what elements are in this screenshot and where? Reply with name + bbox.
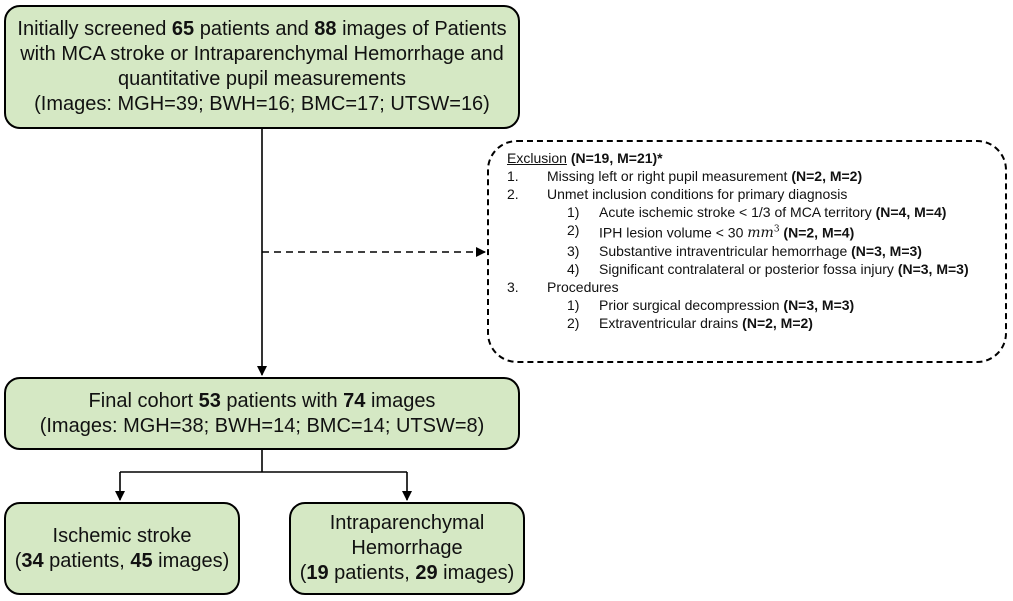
screened-line-4: (Images: MGH=39; BWH=16; BMC=17; UTSW=16… [34, 93, 490, 115]
exclusion-item-2: 2.Unmet inclusion conditions for primary… [507, 185, 848, 202]
exclusion-subitem-2-3: 3)Substantive intraventricular hemorrhag… [567, 243, 922, 260]
exclusion-box: Exclusion (N=19, M=21)* 1.Missing left o… [487, 140, 1007, 363]
screened-line-3: quantitative pupil measurements [118, 68, 406, 90]
exclusion-subitem-3-1: 1)Prior surgical decompression (N=3, M=3… [567, 296, 855, 313]
iph-box: Intraparenchymal Hemorrhage (19 patients… [289, 502, 525, 595]
final-cohort-box: Final cohort 53 patients with 74 images … [4, 377, 520, 450]
screened-line-2: with MCA stroke or Intraparenchymal Hemo… [20, 43, 504, 65]
screened-box: Initially screened 65 patients and 88 im… [4, 5, 520, 129]
exclusion-title: Exclusion (N=19, M=21)* [507, 150, 663, 166]
exclusion-subitem-3-2: 2)Extraventricular drains (N=2, M=2) [567, 314, 813, 331]
iph-title-line-1: Intraparenchymal [329, 512, 485, 534]
final-line-2: (Images: MGH=38; BWH=14; BMC=14; UTSW=8) [39, 414, 485, 437]
ischemic-stroke-box: Ischemic stroke (34 patients, 45 images) [4, 502, 240, 595]
ischemic-title: Ischemic stroke [52, 524, 192, 547]
final-line-1: Final cohort 53 patients with 74 images [88, 389, 436, 412]
exclusion-subitem-2-1: 1)Acute ischemic stroke < 1/3 of MCA ter… [567, 203, 947, 220]
exclusion-subitem-2-4: 4)Significant contralateral or posterior… [567, 261, 969, 278]
exclusion-subitem-2-2: 2)IPH lesion volume < 30 mm3 (N=2, M=4) [567, 221, 855, 242]
exclusion-item-3: 3.Procedures [507, 279, 619, 295]
screened-line-1: Initially screened 65 patients and 88 im… [17, 18, 507, 40]
iph-title-line-2: Hemorrhage [351, 537, 463, 559]
ischemic-counts: (34 patients, 45 images) [14, 549, 230, 572]
exclusion-item-1: 1.Missing left or right pupil measuremen… [507, 167, 863, 184]
iph-counts: (19 patients, 29 images) [299, 562, 515, 584]
